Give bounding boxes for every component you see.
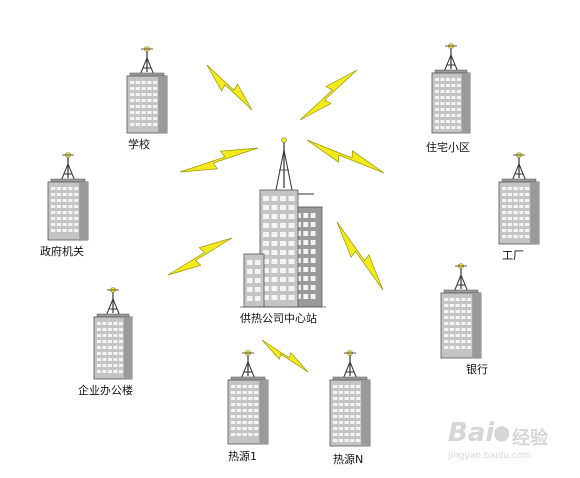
towers-layer — [47, 43, 540, 447]
building-heat1 — [227, 350, 269, 445]
bolt-school — [206, 64, 253, 111]
label-factory: 工厂 — [502, 249, 524, 262]
watermark-brand-cn: 经验 — [512, 428, 548, 449]
building-hub — [240, 137, 326, 308]
building-bank — [440, 263, 482, 359]
label-bank: 银行 — [466, 363, 488, 376]
bolt-bank — [336, 221, 384, 291]
building-factory — [498, 152, 540, 245]
building-government — [47, 152, 89, 241]
bolts-layer — [167, 64, 385, 373]
label-heatN: 热源N — [333, 453, 364, 466]
building-enterprise — [93, 287, 133, 380]
label-heat1: 热源1 — [228, 450, 257, 463]
bolt-government — [179, 147, 259, 173]
building-residential — [431, 43, 471, 134]
label-hub: 供热公司中心站 — [240, 312, 317, 325]
building-school — [126, 46, 168, 134]
bolt-enterprise — [167, 237, 233, 276]
building-heatN — [329, 350, 371, 447]
watermark-brand: Bai — [448, 418, 495, 448]
bolt-heat1 — [261, 339, 309, 373]
label-government: 政府机关 — [40, 245, 84, 258]
watermark-paw-icon: ● — [493, 420, 511, 444]
watermark-url: jingyan.baidu.com — [448, 451, 532, 461]
label-school: 学校 — [128, 138, 150, 151]
bolt-residential — [299, 69, 358, 121]
label-residential: 住宅小区 — [426, 141, 470, 154]
label-enterprise: 企业办公楼 — [78, 384, 133, 397]
bolt-factory — [306, 139, 385, 174]
